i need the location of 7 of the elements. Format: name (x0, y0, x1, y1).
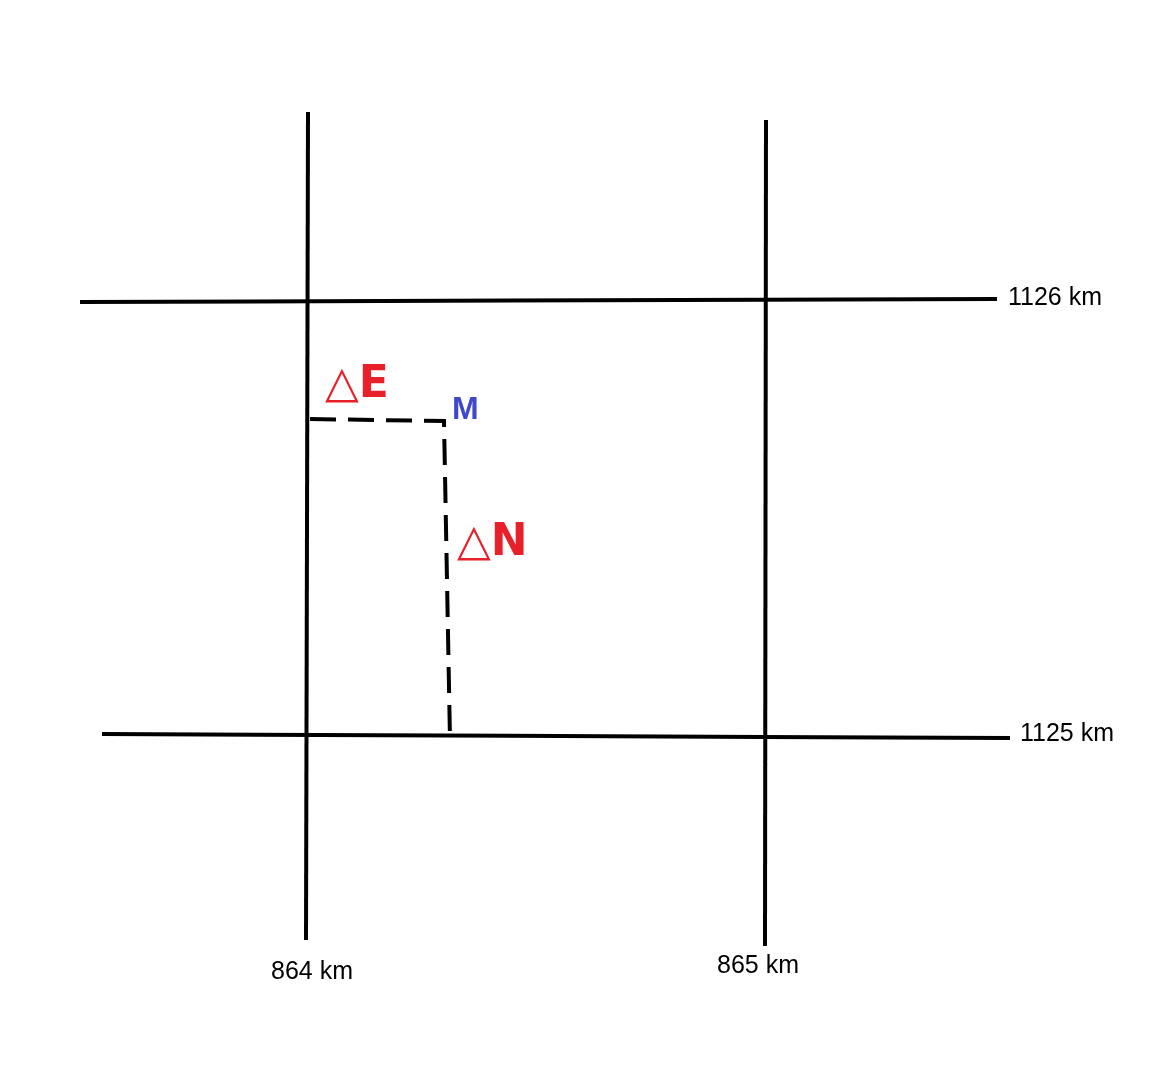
delta-easting-label: △E (325, 360, 389, 404)
grid-coordinate-label: 1125 km (1020, 720, 1115, 745)
point-label: M (452, 392, 479, 424)
grid-coordinate-label: 1126 km (1008, 284, 1103, 309)
grid-coordinate-label: 864 km (271, 958, 353, 983)
grid-coordinate-label: 865 km (717, 952, 799, 977)
delta-northing-label: △N (457, 518, 528, 562)
